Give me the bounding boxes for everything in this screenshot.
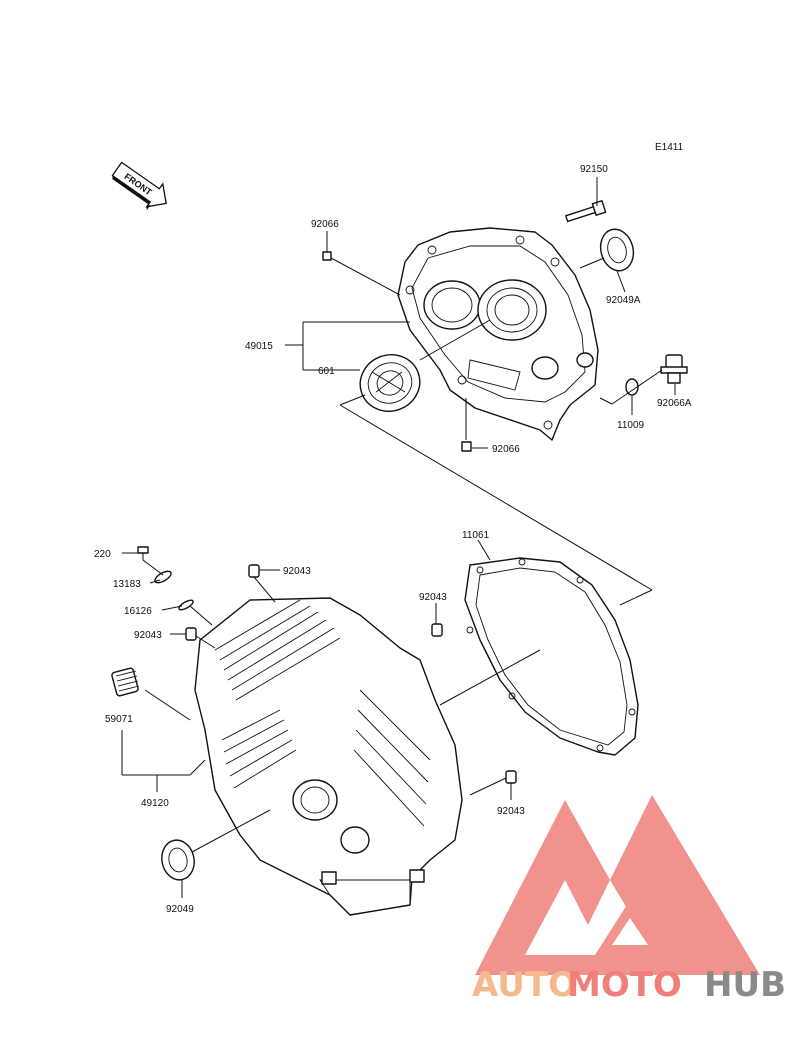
drain-plug-92066A xyxy=(660,354,688,384)
dowel-pin-92043-a xyxy=(248,564,260,578)
part-label-220: 220 xyxy=(94,549,111,560)
part-label-92043-d: 92043 xyxy=(497,806,525,817)
gasket-11061 xyxy=(464,557,639,756)
part-label-92049: 92049 xyxy=(166,904,194,915)
leader-lines xyxy=(121,177,676,898)
part-label-92066-top: 92066 xyxy=(311,219,339,230)
bolt-92150 xyxy=(565,200,607,223)
diagram-code: E1411 xyxy=(655,142,684,153)
oil-seal-92049 xyxy=(161,839,195,881)
part-label-16126: 16126 xyxy=(124,606,152,617)
plug-92066-top xyxy=(322,251,332,261)
filter-59071 xyxy=(111,667,140,697)
plug-92066-bottom xyxy=(461,441,472,452)
front-arrow-icon: FRONT xyxy=(111,161,167,211)
plate-13183 xyxy=(154,570,172,584)
crankcase-cover-49015 xyxy=(397,227,599,441)
dowel-pin-92043-b xyxy=(431,623,443,637)
oil-seal-92049A xyxy=(599,228,635,272)
part-label-92043-c: 92043 xyxy=(134,630,162,641)
part-labels: 92150 92066 92049A 49015 601 92066A 1100… xyxy=(94,164,692,915)
part-label-92049A: 92049A xyxy=(606,295,641,306)
cylinder-block-49120 xyxy=(194,597,463,916)
part-label-11009: 11009 xyxy=(617,420,645,431)
watermark-text: AUTO MOTO HUB xyxy=(472,965,786,1005)
bearing-601 xyxy=(359,354,421,412)
part-label-92066A: 92066A xyxy=(657,398,692,409)
gasket-16126 xyxy=(178,599,194,611)
part-label-49120: 49120 xyxy=(141,798,169,809)
screw-220 xyxy=(137,546,149,560)
washer-11009 xyxy=(625,378,639,396)
part-label-92150: 92150 xyxy=(580,164,608,175)
part-label-92043-a: 92043 xyxy=(283,566,311,577)
dowel-pin-92043-c xyxy=(185,627,197,641)
watermark-logo xyxy=(475,795,760,975)
watermark-text-moto: MOTO xyxy=(567,965,682,1005)
part-label-11061: 11061 xyxy=(462,530,490,541)
watermark-text-hub: HUB xyxy=(704,965,786,1005)
dowel-pin-92043-d xyxy=(505,770,517,784)
part-label-92066-bottom: 92066 xyxy=(492,444,520,455)
part-label-13183: 13183 xyxy=(113,579,141,590)
part-label-601: 601 xyxy=(318,366,335,377)
part-label-59071: 59071 xyxy=(105,714,133,725)
part-label-49015: 49015 xyxy=(245,341,273,352)
watermark-text-auto: AUTO xyxy=(472,965,577,1005)
part-label-92043-b: 92043 xyxy=(419,592,447,603)
